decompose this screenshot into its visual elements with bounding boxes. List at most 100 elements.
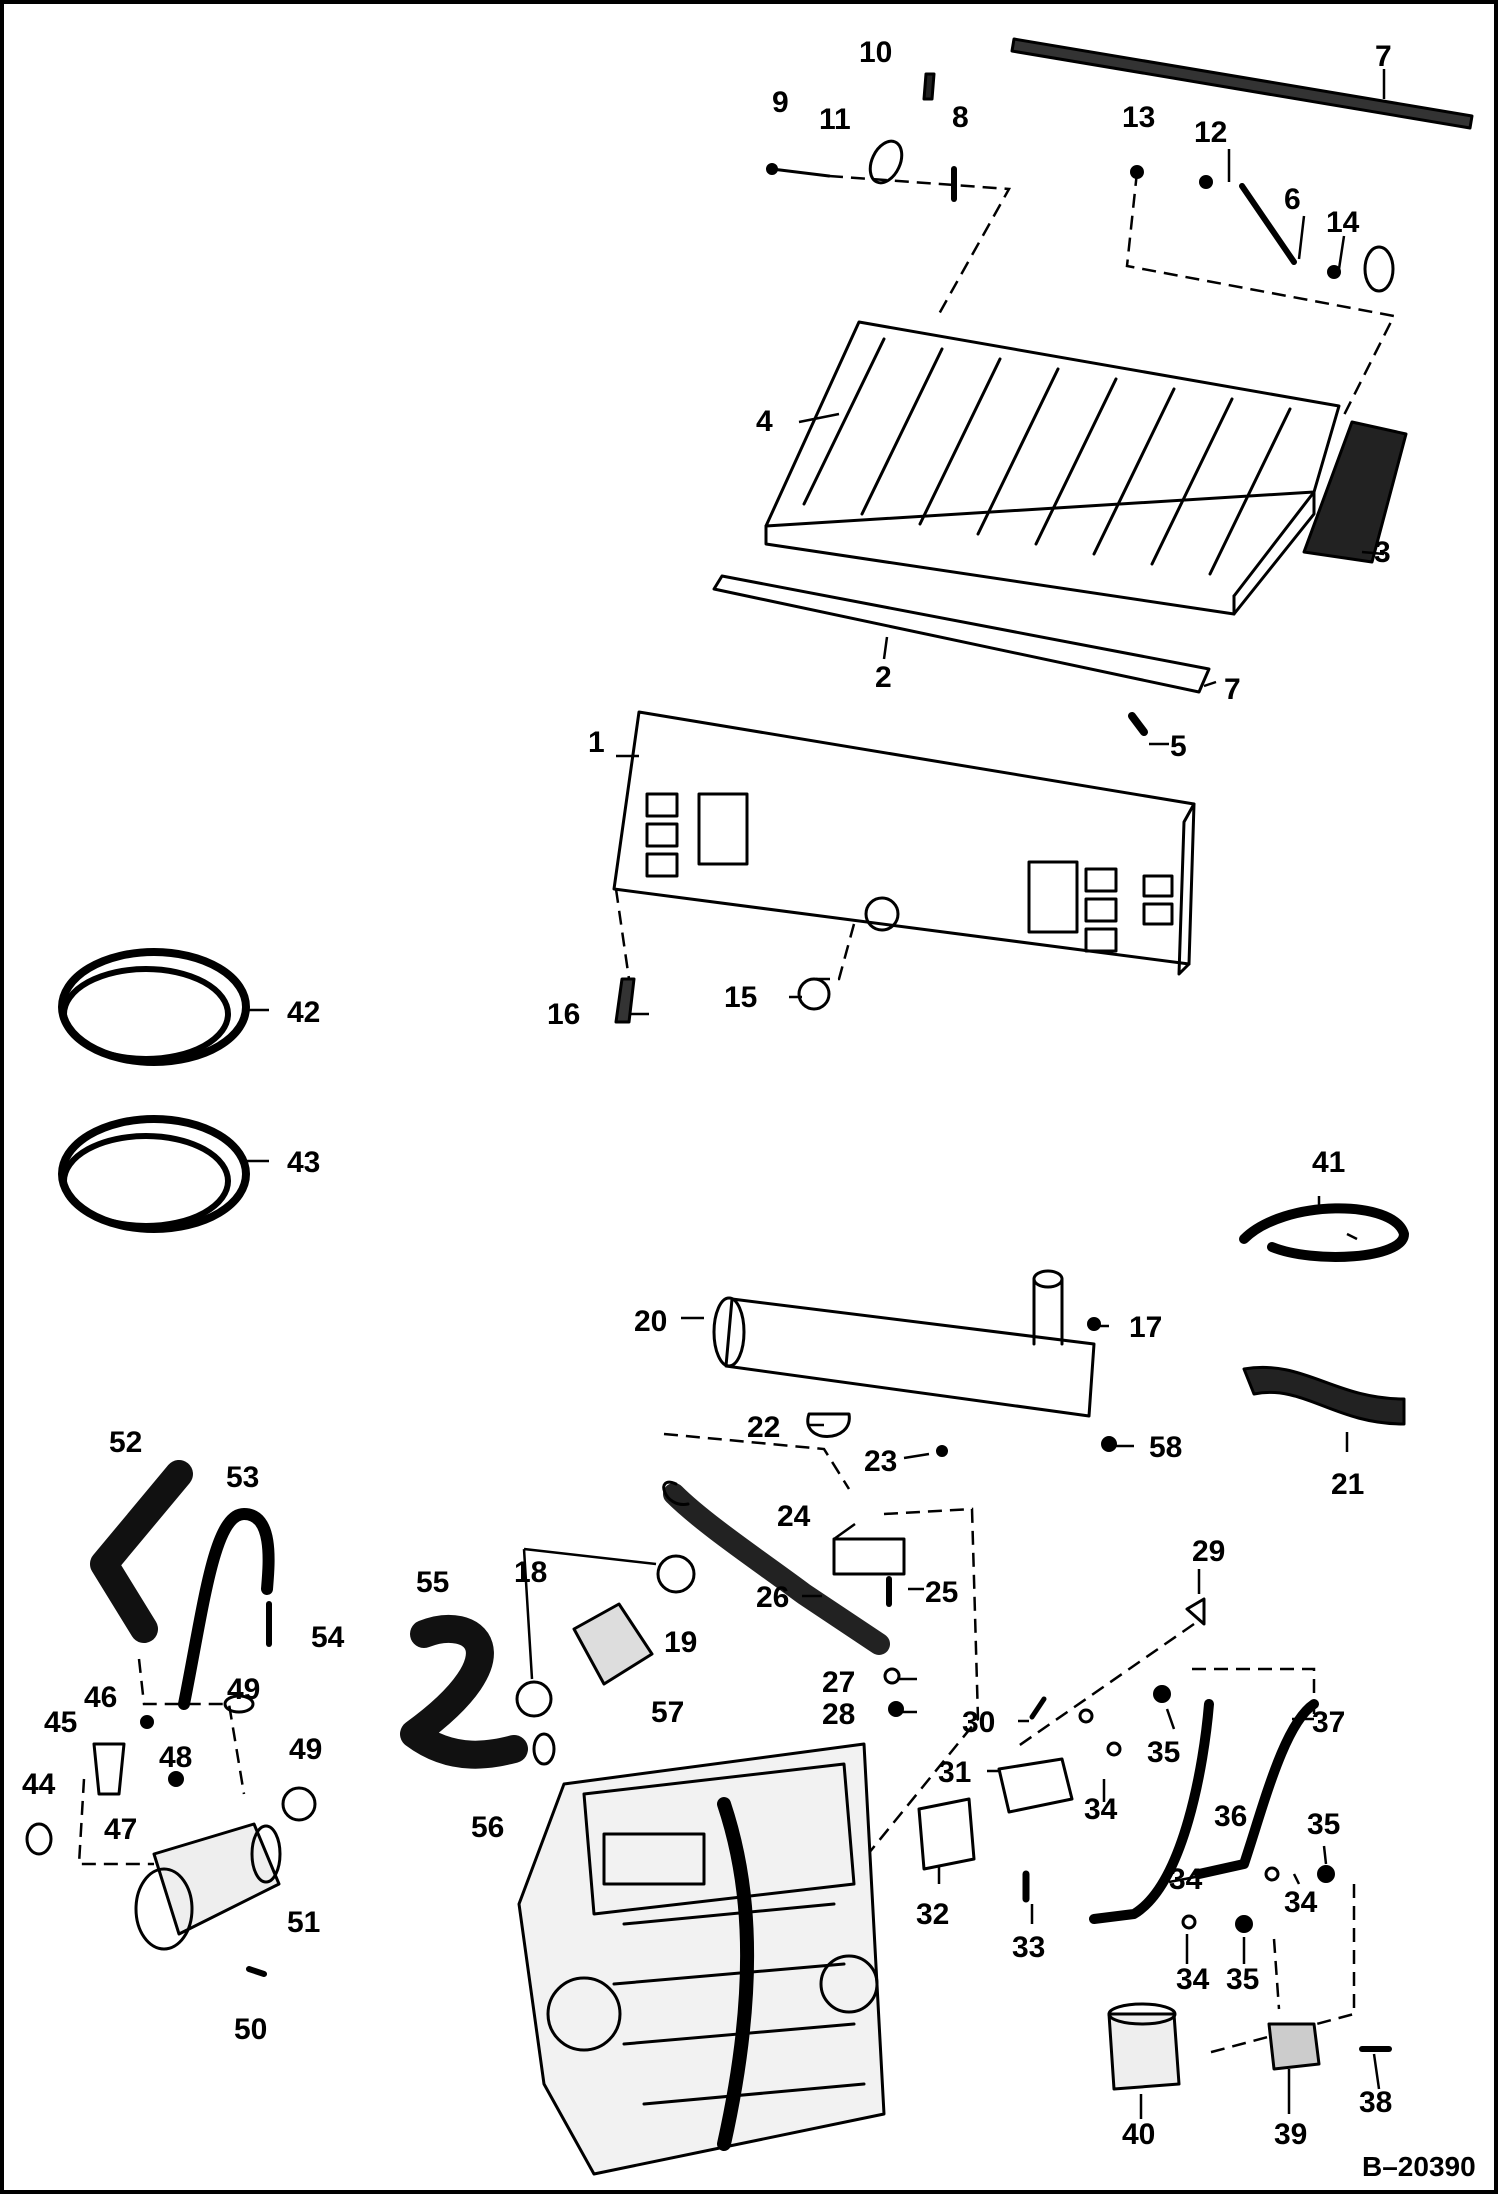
callout-39: 39 — [1274, 2118, 1307, 2151]
dash-line — [1192, 1667, 1316, 1714]
part-16-grommet — [614, 977, 636, 1024]
callout-14: 14 — [1326, 206, 1360, 239]
callout-21: 21 — [1331, 1468, 1364, 1501]
callout-48: 48 — [159, 1741, 192, 1774]
part-36-oil-line — [1089, 1699, 1214, 1924]
part-58-nut — [1101, 1436, 1117, 1452]
callout-18: 18 — [514, 1556, 547, 1589]
dash-line — [614, 888, 631, 980]
leader-line — [522, 1547, 657, 1680]
callout-23: 23 — [864, 1445, 897, 1478]
callout-28: 28 — [822, 1698, 855, 1731]
part-49-clamp-lower — [281, 1786, 317, 1822]
callout-31: 31 — [938, 1756, 971, 1789]
callout-35-right: 35 — [1307, 1808, 1340, 1841]
callout-22: 22 — [747, 1411, 780, 1444]
callout-10: 10 — [859, 36, 892, 69]
part-21-seal-strip — [1242, 1366, 1406, 1426]
part-44-cap — [25, 1822, 53, 1856]
part-19-bellows — [572, 1602, 654, 1686]
callout-43: 43 — [287, 1146, 320, 1179]
callout-5: 5 — [1170, 730, 1187, 763]
callout-25: 25 — [925, 1576, 958, 1609]
part-55-hose — [400, 1614, 528, 1769]
callout-16: 16 — [547, 998, 580, 1031]
part-57-engine — [517, 1742, 886, 2176]
dash-line — [1203, 1884, 1356, 2056]
callout-51: 51 — [287, 1906, 320, 1939]
callout-labels: 1 2 3 4 5 6 7 7 8 9 10 11 12 13 14 15 16… — [22, 36, 1392, 2151]
part-42-hose-coil — [58, 948, 250, 1066]
part-18-clamp-top — [656, 1554, 696, 1594]
callout-7-top: 7 — [1375, 40, 1392, 73]
callout-34-upper: 34 — [1084, 1793, 1118, 1826]
part-34-o-ring-lower — [1181, 1914, 1197, 1930]
callout-12: 12 — [1194, 116, 1227, 149]
callout-55: 55 — [416, 1566, 449, 1599]
callout-8: 8 — [952, 101, 969, 134]
part-43-hose-coil — [58, 1115, 250, 1233]
part-28-nut — [888, 1701, 904, 1717]
callout-33: 33 — [1012, 1931, 1045, 1964]
callout-40: 40 — [1122, 2118, 1155, 2151]
callout-27: 27 — [822, 1666, 855, 1699]
part-37-oil-line — [1194, 1699, 1319, 1879]
callout-3: 3 — [1374, 536, 1391, 569]
part-46-fitting — [140, 1715, 154, 1729]
callout-11: 11 — [819, 103, 851, 136]
part-35-fitting-upper — [1153, 1685, 1171, 1703]
part-41-seal — [1239, 1203, 1409, 1262]
callout-17: 17 — [1129, 1311, 1162, 1344]
part-7-top-seal-strip — [1010, 37, 1474, 130]
part-32-gasket — [917, 1797, 976, 1871]
callout-35-lower: 35 — [1226, 1963, 1259, 1996]
callout-46: 46 — [84, 1681, 117, 1714]
callout-29: 29 — [1192, 1535, 1225, 1568]
part-56-o-ring — [532, 1732, 556, 1766]
callout-2: 2 — [875, 661, 892, 694]
callout-38: 38 — [1359, 2086, 1392, 2119]
part-24-bracket — [832, 1537, 906, 1576]
part-2-lower-strip — [712, 574, 1211, 694]
callout-56: 56 — [471, 1811, 504, 1844]
callout-42: 42 — [287, 996, 320, 1029]
part-6-gas-spring — [1239, 183, 1297, 265]
part-31-adapter — [997, 1757, 1074, 1814]
callout-37: 37 — [1312, 1706, 1345, 1739]
dash-line — [663, 1432, 851, 1490]
callout-49-lower: 49 — [289, 1733, 322, 1766]
part-48-nut — [168, 1771, 184, 1787]
part-35-fitting-lower — [1235, 1915, 1253, 1933]
callout-53: 53 — [226, 1461, 259, 1494]
callout-35-upper: 35 — [1147, 1736, 1180, 1769]
callout-13: 13 — [1122, 101, 1155, 134]
dash-line — [812, 923, 856, 981]
callout-7-lower: 7 — [1224, 673, 1241, 706]
callout-45: 45 — [44, 1706, 77, 1739]
callout-34-mid: 34 — [1169, 1863, 1203, 1896]
part-40-oil-filter — [1107, 2002, 1181, 2091]
callout-9: 9 — [772, 86, 789, 119]
part-10-bolt — [922, 72, 936, 101]
part-9-pin — [766, 163, 831, 178]
part-29-fitting — [1185, 1597, 1206, 1626]
leader-line — [247, 69, 1386, 2119]
part-30-screw — [1029, 1696, 1047, 1720]
part-34-o-ring-upper — [1078, 1708, 1122, 1757]
callout-41: 41 — [1312, 1146, 1345, 1179]
callout-34-right: 34 — [1284, 1886, 1318, 1919]
part-4-grille-frame — [764, 320, 1341, 616]
part-17-bolt — [1087, 1317, 1101, 1331]
part-14-clip — [1327, 245, 1395, 293]
dash-line — [1125, 171, 1396, 420]
part-45-bracket — [92, 1742, 126, 1796]
callout-47: 47 — [104, 1813, 137, 1846]
callout-15: 15 — [724, 981, 757, 1014]
callout-32: 32 — [916, 1898, 949, 1931]
part-23-nut — [936, 1445, 948, 1457]
part-49-clamp-upper — [223, 1694, 255, 1714]
part-50-screw — [246, 1966, 267, 1977]
callout-19: 19 — [664, 1626, 697, 1659]
callout-20: 20 — [634, 1305, 667, 1338]
dash-line — [828, 174, 1012, 315]
